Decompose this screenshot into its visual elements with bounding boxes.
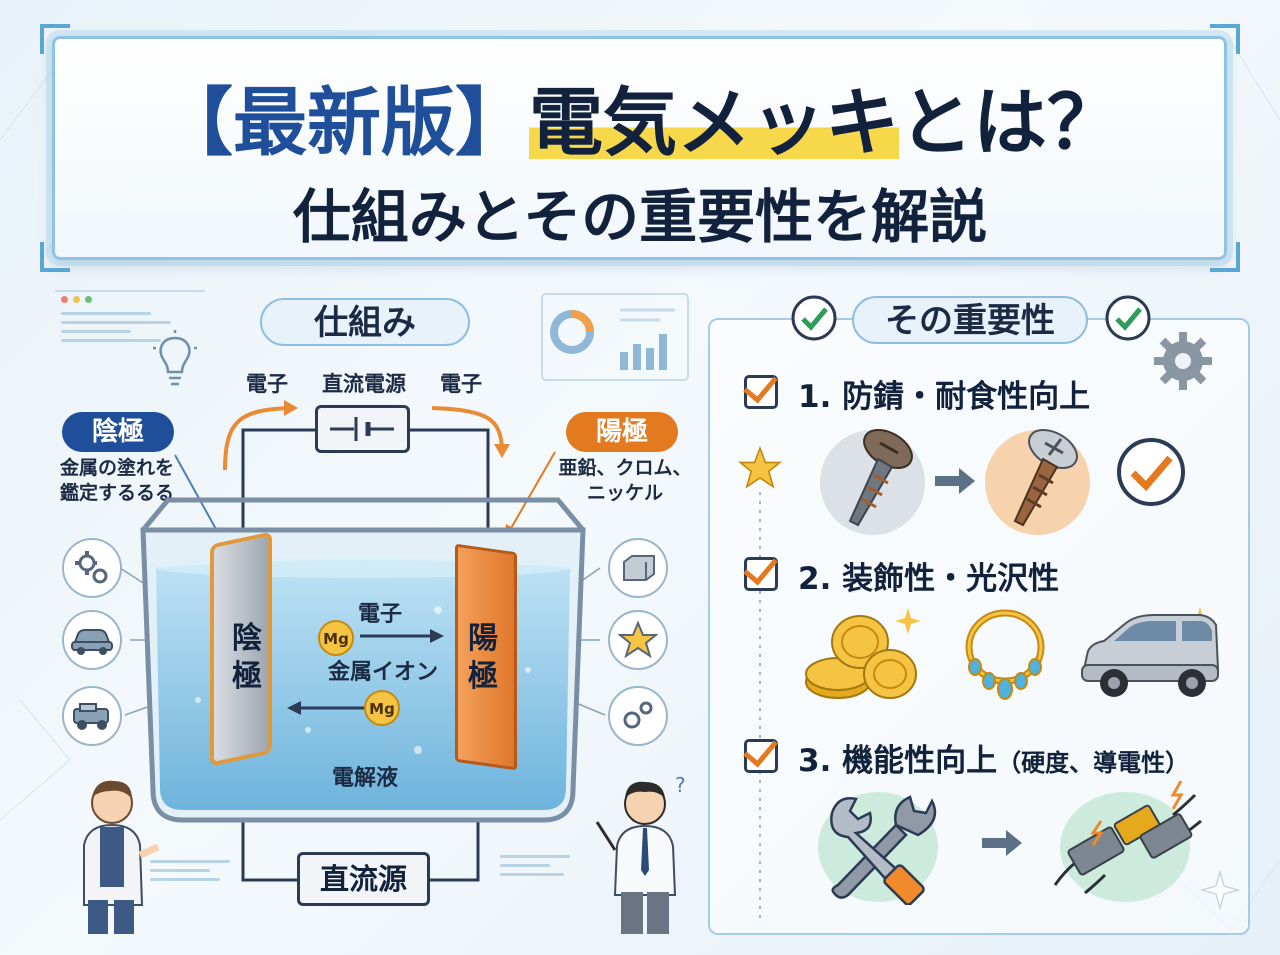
- star-icon: [618, 620, 658, 659]
- item2-heading: 2. 装飾性・光沢性: [798, 561, 1060, 597]
- mg-ion-label: Mg: [323, 630, 349, 648]
- page-title: 【最新版】電気メッキとは？: [0, 78, 1280, 168]
- sparkle-icon: [1200, 870, 1240, 910]
- electron-label-right: 電子: [440, 372, 482, 396]
- text-lines-decoration: [500, 855, 580, 882]
- mechanism-heading: 仕組み: [260, 298, 470, 346]
- text-lines-decoration: [150, 860, 240, 887]
- mg-ion-bottom: Mg: [364, 690, 400, 726]
- item2-checkbox: [743, 549, 778, 591]
- svg-text:?: ?: [675, 773, 686, 797]
- anode-plate-label: 陽 極: [468, 621, 498, 694]
- cathode-plate-label: 陰 極: [232, 621, 262, 694]
- rusty-screw-icon: [848, 429, 913, 527]
- gears-icon-circle: [608, 686, 668, 746]
- car-icon: [1081, 607, 1220, 697]
- cathode-description: 金属の塗れを 鑑定するるる: [59, 457, 174, 504]
- coins-icon: [805, 608, 921, 699]
- code-window-decoration: [55, 290, 205, 367]
- teacher-person-icon: ?: [595, 773, 686, 934]
- flow-ion-label: 金属イオン: [327, 660, 438, 685]
- anode-description: 亜鉛、クロム、 ニッケル: [558, 457, 692, 504]
- wrench-icon: [830, 795, 937, 905]
- dc-source-label: 直流源: [319, 862, 407, 896]
- gears-icon: [623, 701, 653, 729]
- check-circle-icon: [1105, 295, 1151, 341]
- title-rest: とは？: [899, 80, 1121, 166]
- dc-source-box: 直流源: [297, 852, 430, 906]
- electrolyte-label: 電解液: [331, 766, 398, 791]
- banner-corner: [1210, 24, 1240, 54]
- item1-checkbox: [743, 367, 778, 409]
- mg-ion-label: Mg: [369, 700, 395, 718]
- jeep-icon-circle: [62, 686, 122, 746]
- presenter-person-icon: [83, 780, 160, 934]
- connector-icon: [1053, 780, 1202, 895]
- gear-icon: [75, 551, 108, 584]
- car-icon: [71, 629, 113, 655]
- plated-screw-icon: [1013, 429, 1078, 527]
- anode-tag: 陽極: [566, 412, 678, 452]
- ingot-icon: [623, 555, 655, 581]
- necklace-icon: [965, 609, 1045, 700]
- title-bracket: 【最新版】: [159, 80, 529, 166]
- star-icon-circle: [608, 610, 668, 670]
- item3-heading-suffix: （硬度、導電性）: [997, 749, 1190, 777]
- ingot-icon-circle: [608, 538, 668, 598]
- gear-icon: [1154, 332, 1212, 390]
- page-subtitle: 仕組みとその重要性を解説: [292, 183, 988, 251]
- battery-icon: [330, 417, 394, 441]
- gear-icon-circle: [62, 538, 122, 598]
- item3-heading-main: 3. 機能性向上: [798, 743, 998, 779]
- cathode-tag: 陰極: [62, 412, 174, 452]
- item3-heading: 3. 機能性向上（硬度、導電性）: [798, 735, 1189, 780]
- star-icon: [738, 446, 782, 489]
- check-circle-icon: [1117, 438, 1185, 506]
- jeep-icon: [73, 703, 109, 730]
- item3-checkbox: [743, 731, 778, 773]
- banner-corner: [1210, 242, 1240, 272]
- banner-corner: [40, 242, 70, 272]
- electron-label-left: 電子: [246, 372, 288, 396]
- flow-electron-label: 電子: [357, 602, 402, 627]
- banner-corner: [40, 24, 70, 54]
- lightbulb-icon: [153, 330, 197, 386]
- arrow-right-icon: [982, 830, 1022, 856]
- ion-flow-arrow: [287, 701, 373, 715]
- item1-heading: 1. 防錆・耐食性向上: [798, 379, 1091, 415]
- mg-ion-top: Mg: [318, 620, 354, 656]
- check-circle-icon: [791, 295, 837, 341]
- car-icon-circle: [62, 610, 122, 670]
- title-highlight: 電気メッキ: [529, 80, 899, 166]
- electron-flow-arrow: [360, 629, 444, 643]
- power-supply-box: [315, 405, 410, 453]
- arrow-right-icon: [935, 468, 975, 494]
- power-supply-label: 直流電源: [322, 372, 406, 396]
- dashboard-decoration: [541, 293, 689, 381]
- importance-heading: その重要性: [852, 296, 1088, 344]
